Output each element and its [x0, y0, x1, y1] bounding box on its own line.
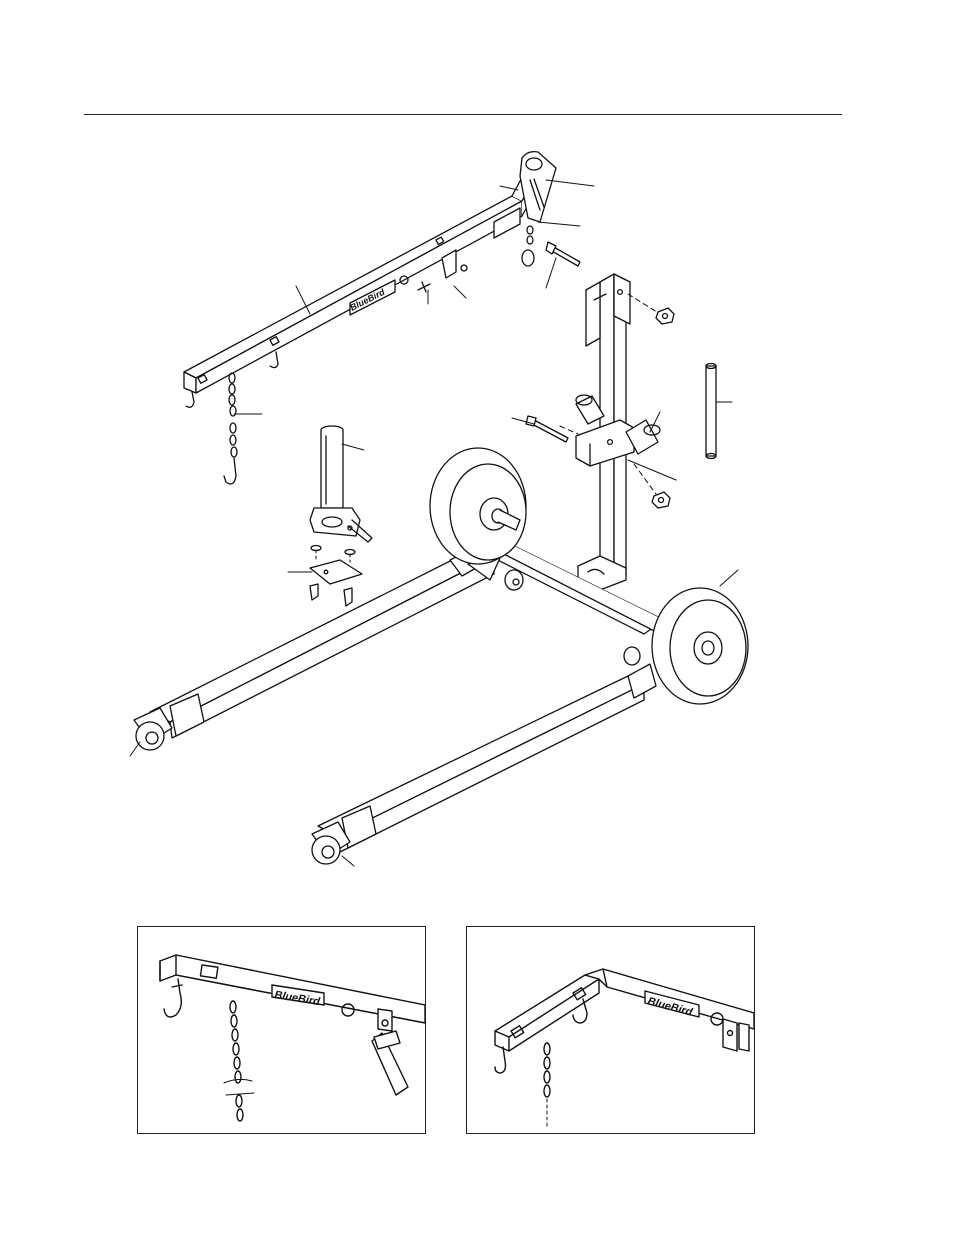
boom-chain: [224, 373, 237, 484]
inset-extended-boom-drawing: BlueBird: [467, 927, 754, 1133]
mast: [576, 274, 634, 590]
jack-mount-hardware: [288, 546, 362, 607]
inset-left-hook: [164, 979, 182, 1017]
inset-left-strut: [372, 1009, 408, 1095]
inset-short-boom: BlueBird: [137, 926, 426, 1134]
handle-rod: [706, 364, 716, 459]
rear-wheel-right: [652, 588, 748, 704]
engine-hoist-exploded-diagram: BlueBird: [0, 0, 954, 900]
boom-end-chain: [522, 226, 534, 266]
hydraulic-jack: [310, 426, 372, 542]
base-frame: [150, 536, 664, 852]
inset-short-boom-drawing: BlueBird: [138, 927, 425, 1133]
inset-extended-boom: BlueBird: [466, 926, 755, 1134]
boom-head-pulley: [520, 152, 556, 222]
boom-arm: BlueBird: [184, 170, 536, 393]
rear-small-caster: [505, 570, 523, 590]
top-mast-bolt: [546, 242, 580, 266]
inset-left-chain: [224, 1001, 254, 1121]
inset-right-chain: [544, 1043, 550, 1127]
rear-wheel-left: [430, 448, 526, 564]
rear-small-caster-right: [624, 647, 640, 665]
